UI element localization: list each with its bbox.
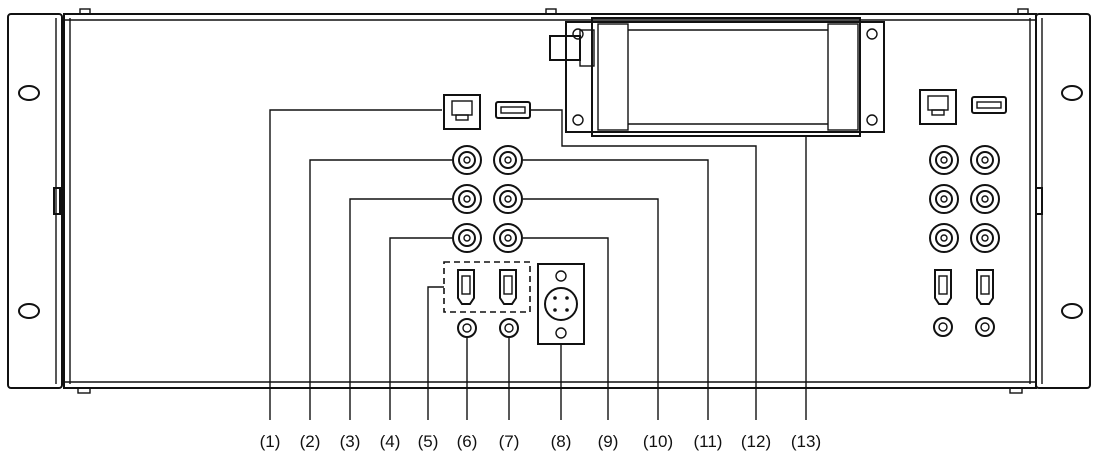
callout-label-8: (8) <box>551 432 572 451</box>
usb-port <box>495 101 531 119</box>
mini-jack-right-group-2 <box>975 317 995 337</box>
leader-line-2 <box>309 159 452 420</box>
bnc-connector-right-group-5 <box>929 223 959 253</box>
callout-label-12: (12) <box>741 432 771 451</box>
right-rack-ear <box>1035 13 1091 389</box>
leader-line-4 <box>389 237 452 420</box>
callout-label-4: (4) <box>380 432 401 451</box>
bnc-connector-middle-left <box>452 184 482 214</box>
bnc-connector-right-group-4 <box>970 184 1000 214</box>
callout-label-11: (11) <box>694 432 723 451</box>
hdmi-port-right-group-2 <box>976 269 994 305</box>
bnc-connector-right-group-1 <box>929 145 959 175</box>
left-rack-ear <box>7 13 63 389</box>
leader-line-12 <box>530 109 757 420</box>
callout-label-2: (2) <box>300 432 321 451</box>
bnc-connector-top-left <box>452 145 482 175</box>
leader-line-3 <box>349 198 452 420</box>
callout-label-10: (10) <box>643 432 673 451</box>
right-ear-bottom-hole <box>1061 303 1083 319</box>
callout-label-13: (13) <box>791 432 821 451</box>
chassis-panel <box>63 8 1037 394</box>
bnc-connector-top-right <box>493 145 523 175</box>
hdmi-port-right-group-1 <box>934 269 952 305</box>
bnc-connector-right-group-6 <box>970 223 1000 253</box>
leader-line-9 <box>523 237 609 420</box>
right-ear-top-hole <box>1061 85 1083 101</box>
mini-jack-right <box>499 318 519 338</box>
leader-line-11 <box>523 159 709 420</box>
bnc-connector-right-group-3 <box>929 184 959 214</box>
callout-label-9: (9) <box>598 432 619 451</box>
hdmi-port-right <box>499 269 517 305</box>
bnc-connector-right-group-2 <box>970 145 1000 175</box>
left-ear-top-hole <box>18 85 40 101</box>
callout-label-7: (7) <box>499 432 520 451</box>
hdmi-group-outline <box>443 261 531 313</box>
usb-port-right-group <box>971 96 1007 114</box>
rj45-port <box>443 94 481 130</box>
leader-lines <box>269 109 807 420</box>
hdmi-port-left <box>457 269 475 305</box>
mini-jack-right-group-1 <box>933 317 953 337</box>
bnc-connector-bottom-left <box>452 223 482 253</box>
rj45-port-right-group <box>919 89 957 125</box>
leader-line-10 <box>523 198 659 420</box>
bnc-connector-bottom-right <box>493 223 523 253</box>
callout-label-5: (5) <box>418 432 439 451</box>
callout-label-3: (3) <box>340 432 361 451</box>
leader-line-5 <box>427 286 444 420</box>
callout-labels: (1) (2) (3) (4) (5) (6) (7) (8) (9) (10)… <box>260 432 822 451</box>
power-supply-module <box>549 17 885 137</box>
callout-label-1: (1) <box>260 432 281 451</box>
leader-line-1 <box>269 109 442 420</box>
bnc-connector-middle-right <box>493 184 523 214</box>
mini-jack-left <box>457 318 477 338</box>
left-ear-bottom-hole <box>18 303 40 319</box>
callout-label-6: (6) <box>457 432 478 451</box>
xlr-power-connector <box>537 263 585 345</box>
